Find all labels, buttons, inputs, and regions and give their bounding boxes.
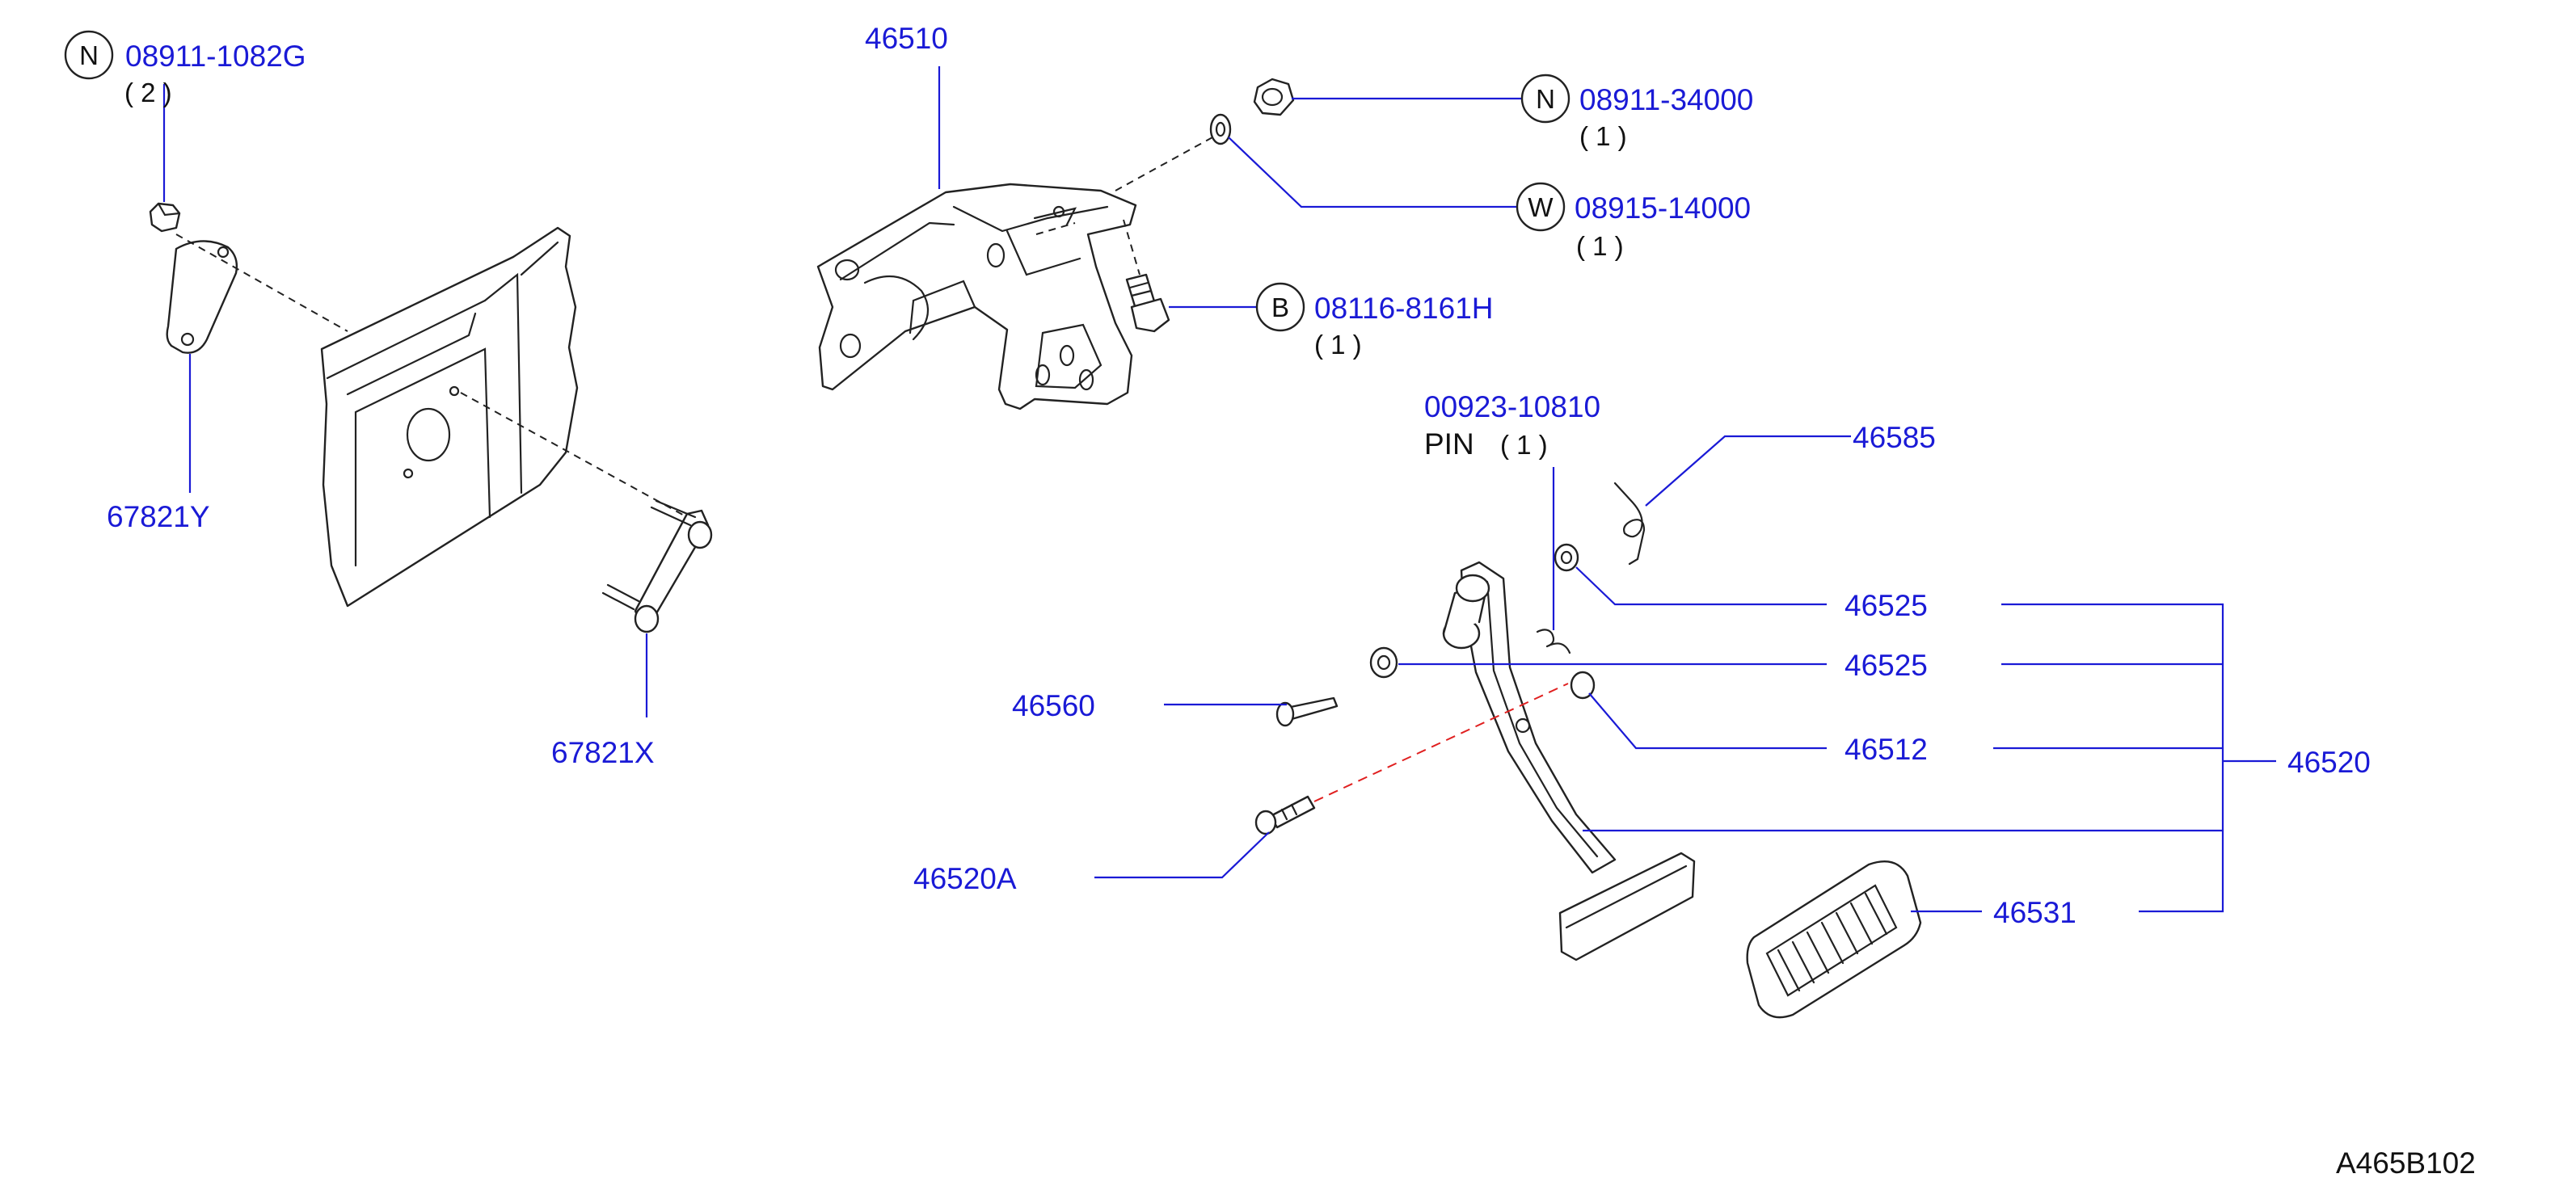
- nut-symbol-N: N: [79, 40, 99, 70]
- stud-alignment-dash: [460, 392, 688, 518]
- washer-symbol-W: W: [1528, 192, 1554, 222]
- pedal-foot-plate-drawing: [1558, 852, 1696, 961]
- qty-08116-8161H: ( 1 ): [1314, 330, 1362, 360]
- bolt-08116-8161H-drawing: [1125, 273, 1170, 333]
- stud-67821X-drawing: [601, 499, 713, 633]
- nut-symbol-circle: [1520, 74, 1570, 124]
- nut-symbol-circle: [64, 30, 114, 80]
- part-label-46560: 46560: [1012, 689, 1095, 722]
- bracket-bolt-dash: [1123, 219, 1140, 276]
- pedal-arm-drawing: [1442, 561, 1617, 874]
- pin-clip-drawing: [1536, 629, 1571, 654]
- washer-08915-14000-drawing: [1209, 113, 1232, 145]
- pin-46560-drawing: [1275, 696, 1339, 727]
- part-label-46585: 46585: [1853, 421, 1936, 454]
- plate-alignment-dash: [175, 233, 348, 332]
- bolt-46520A-drawing: [1254, 795, 1316, 835]
- bracket-inner-dash: [1035, 222, 1076, 235]
- bolt-symbol-circle: [1255, 282, 1305, 332]
- figure-code: A465B102: [2336, 1146, 2476, 1180]
- plate-67821Y-drawing: [166, 240, 238, 354]
- bracket-46510-drawing: [816, 183, 1137, 410]
- pedal-bolt-alignment-dash: [1313, 683, 1569, 802]
- nut-symbol-N: N: [1536, 84, 1555, 114]
- qty-00923-10810: ( 1 ): [1500, 430, 1548, 460]
- part-label-46525: 46525: [1845, 649, 1928, 682]
- part-label-46525: 46525: [1845, 589, 1928, 622]
- qty-08911-1082G: ( 2 ): [124, 78, 172, 107]
- part-label-67821X: 67821X: [551, 736, 655, 769]
- nut-08911-34000-drawing: [1253, 78, 1295, 116]
- part-label-46520: 46520: [2287, 746, 2371, 779]
- part-label-46520A: 46520A: [913, 862, 1017, 895]
- dash-panel-drawing: [320, 226, 579, 608]
- part-label-08911-1082G: 08911-1082G: [125, 40, 306, 73]
- spring-46585-drawing: [1613, 482, 1646, 566]
- qty-08915-14000: ( 1 ): [1576, 231, 1624, 261]
- pad-46531-drawing: [1746, 860, 1922, 1019]
- nut-08911-1082G-drawing: [149, 202, 181, 233]
- part-label-08116-8161H: 08116-8161H: [1314, 292, 1494, 325]
- bracket-nut-dash: [1115, 137, 1213, 191]
- bushing-46525-a-drawing: [1554, 543, 1579, 572]
- part-label-46510: 46510: [865, 22, 948, 55]
- bolt-symbol-B: B: [1271, 292, 1289, 322]
- qty-08911-34000: ( 1 ): [1579, 121, 1627, 151]
- part-label-67821Y: 67821Y: [107, 500, 210, 533]
- part-label-00923-10810: 00923-10810: [1424, 390, 1600, 423]
- part-label-08911-34000: 08911-34000: [1579, 83, 1753, 116]
- part-label-08915-14000: 08915-14000: [1575, 191, 1751, 225]
- leader-lines: [162, 66, 2276, 913]
- pin-name-label: PIN: [1424, 427, 1474, 461]
- bushing-46525-b-drawing: [1369, 646, 1398, 679]
- part-label-46512: 46512: [1845, 733, 1928, 766]
- stopper-46512-drawing: [1570, 671, 1596, 700]
- washer-symbol-circle: [1516, 182, 1566, 232]
- part-label-46531: 46531: [1993, 896, 2076, 929]
